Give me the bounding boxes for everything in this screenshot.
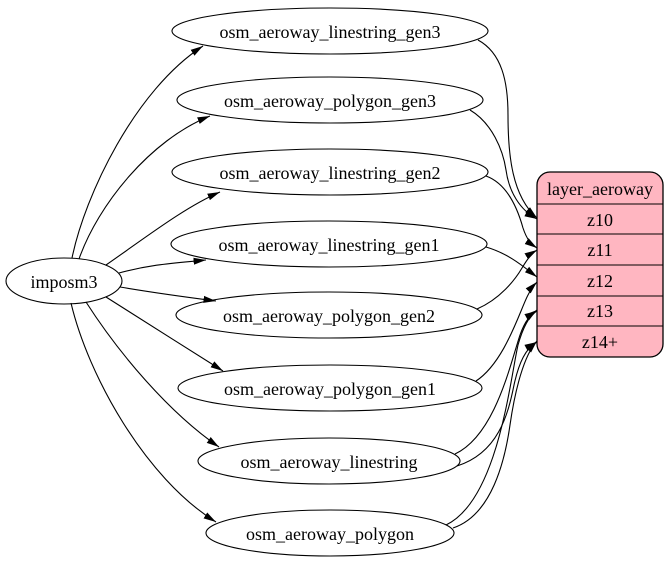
table-node-osm-aeroway-polygon-gen1: osm_aeroway_polygon_gen1 (177, 364, 483, 412)
table-label: osm_aeroway_linestring (241, 452, 418, 472)
edge-imposm3-osm-aeroway-polygon (70, 302, 217, 523)
edge-imposm3-osm-aeroway-polygon-gen1 (105, 296, 224, 372)
table-ellipse (197, 437, 461, 485)
table-node-osm-aeroway-polygon-gen3: osm_aeroway_polygon_gen3 (176, 76, 484, 124)
table-label: osm_aeroway_linestring_gen1 (219, 235, 440, 255)
table-label: osm_aeroway_linestring_gen2 (220, 163, 441, 183)
imposm3-ellipse (5, 257, 123, 305)
table-node-osm-aeroway-linestring-gen2: osm_aeroway_linestring_gen2 (171, 148, 489, 196)
edge-osm-aeroway-polygon-gen1-z12 (475, 281, 538, 382)
table-node-osm-aeroway-polygon: osm_aeroway_polygon (205, 509, 455, 557)
edge-osm-aeroway-linestring-gen1-z12 (485, 246, 538, 278)
table-ellipse (177, 364, 483, 412)
node-layer-aeroway: layer_aeroway z10 z11 z12 z13 z14+ (536, 171, 664, 358)
node-imposm3: imposm3 (5, 257, 123, 305)
layer-aeroway-title: layer_aeroway (547, 179, 653, 199)
edge-imposm3-osm-aeroway-polygon-gen2 (119, 286, 217, 303)
layer-row-z11: z11 (587, 240, 612, 260)
table-label: osm_aeroway_polygon (246, 524, 414, 544)
table-ellipse (205, 509, 455, 557)
edge-imposm3-osm-aeroway-linestring (85, 301, 220, 448)
edge-imposm3-osm-aeroway-polygon-gen3 (78, 115, 211, 260)
edges-from-imposm3 (70, 45, 224, 523)
table-ellipse (176, 76, 484, 124)
table-ellipse (171, 7, 489, 55)
table-node-osm-aeroway-linestring-gen3: osm_aeroway_linestring_gen3 (171, 7, 489, 55)
edge-osm-aeroway-polygon-z13 (445, 309, 538, 526)
table-label: osm_aeroway_linestring_gen3 (220, 22, 441, 42)
edge-osm-aeroway-polygon-gen3-z10 (469, 109, 538, 220)
table-node-osm-aeroway-linestring: osm_aeroway_linestring (197, 437, 461, 485)
table-node-osm-aeroway-linestring-gen1: osm_aeroway_linestring_gen1 (170, 220, 488, 268)
edge-imposm3-osm-aeroway-linestring-gen1 (118, 257, 207, 274)
imposm3-label: imposm3 (30, 272, 97, 292)
table-ellipse (170, 220, 488, 268)
layer-row-z14: z14+ (582, 332, 618, 352)
table-node-osm-aeroway-polygon-gen2: osm_aeroway_polygon_gen2 (175, 291, 483, 339)
layer-row-z10: z10 (587, 210, 613, 230)
edges-to-layer-aeroway (445, 39, 538, 529)
edge-osm-aeroway-linestring-gen3-z10 (477, 39, 538, 219)
table-label: osm_aeroway_polygon_gen3 (224, 91, 436, 111)
table-ellipse (175, 291, 483, 339)
edge-imposm3-osm-aeroway-linestring-gen2 (105, 191, 221, 266)
layer-row-z12: z12 (587, 271, 613, 291)
edge-osm-aeroway-polygon-gen2-z11 (476, 249, 538, 310)
table-label: osm_aeroway_polygon_gen2 (223, 306, 435, 326)
edge-osm-aeroway-linestring-gen2-z11 (485, 175, 538, 249)
edge-imposm3-osm-aeroway-linestring-gen3 (71, 45, 204, 259)
edge-osm-aeroway-polygon-z14 (452, 340, 538, 529)
table-ellipse (171, 148, 489, 196)
layer-row-z13: z13 (587, 301, 613, 321)
table-label: osm_aeroway_polygon_gen1 (224, 379, 436, 399)
